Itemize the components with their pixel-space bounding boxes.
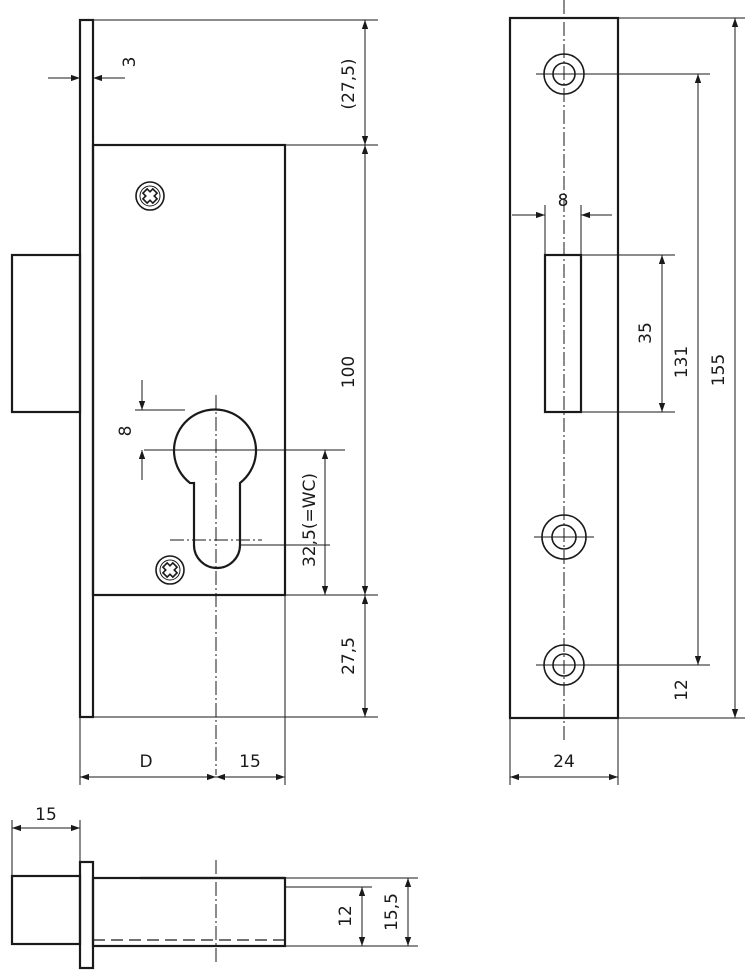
- bolt-side: [10, 874, 82, 946]
- bottom-view: 15 12 15,5: [10, 805, 418, 970]
- dim-wc-label: 32,5(=WC): [300, 473, 320, 567]
- dim-cyl-edge-label: 15: [239, 752, 261, 772]
- dim-case-height-label: 100: [339, 356, 359, 388]
- dim-top-offset-label: (27,5): [339, 58, 359, 109]
- dim-strike-bottom-label: 12: [672, 679, 692, 701]
- screw-cross-icon: [155, 555, 185, 585]
- latch-bolt: [10, 253, 82, 414]
- dim-strike-width-label: 24: [553, 752, 575, 772]
- strike-plate-view: 35 131 155 12 8 24: [508, 0, 745, 785]
- dim-faceplate-label: 3: [120, 57, 140, 68]
- cylinder-profile: [172, 408, 258, 570]
- countersunk-hole-icon: [536, 53, 592, 95]
- strike-slot: [543, 253, 583, 414]
- screw-cross-icon: [135, 181, 165, 211]
- dim-slot-width-label: 8: [558, 191, 569, 211]
- faceplate-side: [78, 860, 95, 970]
- dim-hole-spacing-label: 131: [672, 346, 692, 378]
- dim-bolt-projection-label: 15: [35, 805, 57, 825]
- countersunk-hole-icon: [534, 514, 594, 560]
- front-view: (27,5) 100 27,5 32,5(=WC) 3 8 D 15: [10, 18, 378, 785]
- faceplate: [78, 18, 95, 719]
- countersunk-hole-icon: [536, 644, 592, 686]
- dim-cyl-label: 8: [116, 426, 136, 437]
- dim-slot-height-label: 35: [636, 322, 656, 344]
- dim-backset-label: D: [139, 752, 152, 772]
- dim-bottom-offset-label: 27,5: [339, 637, 359, 675]
- dim-bolt-height-label: 12: [336, 905, 356, 927]
- dim-bolt-overall-label: 15,5: [382, 893, 402, 931]
- dim-strike-length-label: 155: [709, 354, 729, 386]
- case-side: [91, 876, 287, 948]
- lock-case: [91, 143, 287, 597]
